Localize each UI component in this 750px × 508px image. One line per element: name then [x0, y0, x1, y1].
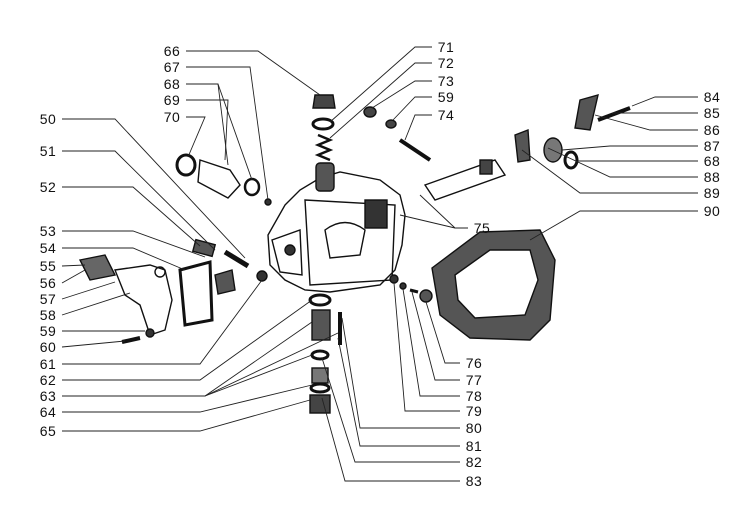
callout-68: 68	[163, 76, 181, 92]
gasket-54	[178, 260, 214, 327]
callout-83: 83	[465, 473, 483, 489]
leader-line-68	[217, 83, 253, 181]
callout-87: 87	[703, 138, 721, 154]
body-58	[114, 264, 173, 336]
callout-59: 59	[39, 323, 57, 339]
callout-59: 59	[437, 89, 455, 105]
callout-58: 58	[39, 307, 57, 323]
callout-53: 53	[39, 223, 57, 239]
leader-line-76	[425, 301, 460, 364]
leader-line-50	[62, 118, 246, 259]
callout-79: 79	[465, 403, 483, 419]
plug-66	[312, 94, 336, 109]
callout-81: 81	[465, 438, 483, 454]
leader-line-52	[62, 186, 201, 247]
leader-line-61	[62, 279, 263, 365]
leader-line-74	[404, 114, 432, 141]
callout-72: 72	[437, 55, 455, 71]
callout-61: 61	[39, 356, 57, 372]
leader-line-80	[341, 317, 460, 429]
callout-71: 71	[437, 39, 455, 55]
leader-line-79	[393, 282, 460, 412]
callout-56: 56	[39, 275, 57, 291]
leader-line-70	[186, 116, 206, 158]
leader-line-72	[329, 62, 432, 139]
callout-51: 51	[39, 143, 57, 159]
leader-line-65	[62, 399, 311, 432]
callout-57: 57	[39, 291, 57, 307]
leader-line-69	[186, 99, 229, 161]
leader-line-63	[62, 321, 313, 397]
callout-78: 78	[465, 388, 483, 404]
leader-line-54	[62, 247, 186, 271]
leader-line-51	[62, 150, 216, 251]
leader-line-75	[419, 194, 468, 229]
callout-75: 75	[473, 220, 491, 236]
leader-line-63	[204, 332, 339, 397]
callout-86: 86	[703, 122, 721, 138]
leader-line-64	[62, 384, 313, 413]
leader-line-73	[371, 80, 432, 109]
pipe-55	[78, 254, 117, 281]
leader-line-87	[561, 145, 698, 151]
leader-line-59	[392, 96, 432, 121]
pump-housing	[267, 171, 406, 293]
leader-line-71	[329, 46, 432, 123]
leader-line-67	[186, 66, 269, 201]
callout-55: 55	[39, 258, 57, 274]
callout-50: 50	[39, 111, 57, 127]
callout-52: 52	[39, 179, 57, 195]
leader-line-53	[62, 230, 206, 258]
leader-line-58	[61, 292, 131, 316]
callout-85: 85	[703, 105, 721, 121]
callout-66: 66	[163, 43, 181, 59]
leader-line-83	[321, 397, 460, 482]
leader-line-62	[62, 299, 313, 381]
leader-line-57	[61, 281, 116, 300]
callout-62: 62	[39, 372, 57, 388]
callout-74: 74	[437, 107, 455, 123]
leader-line-55	[61, 264, 86, 267]
callout-88: 88	[703, 169, 721, 185]
leader-line-81	[337, 337, 460, 447]
callout-63: 63	[39, 388, 57, 404]
leader-line-77	[411, 291, 460, 381]
leader-line-63	[204, 354, 313, 397]
callout-64: 64	[39, 404, 57, 420]
leader-line-78	[402, 288, 460, 397]
callout-76: 76	[465, 355, 483, 371]
leader-line-90	[529, 210, 698, 241]
leader-line-82	[321, 357, 460, 463]
callout-90: 90	[703, 203, 721, 219]
leader-line-68	[186, 83, 229, 166]
leader-line-66	[186, 50, 321, 96]
callout-70: 70	[163, 109, 181, 125]
shaft-75	[423, 159, 507, 201]
leader-lines	[61, 46, 698, 482]
callout-68: 68	[703, 153, 721, 169]
callout-73: 73	[437, 73, 455, 89]
callout-77: 77	[465, 372, 483, 388]
callout-89: 89	[703, 185, 721, 201]
leader-line-89	[521, 149, 698, 194]
spring-72	[314, 133, 334, 162]
callout-80: 80	[465, 420, 483, 436]
callout-60: 60	[39, 339, 57, 355]
leader-line-84	[631, 96, 698, 107]
callout-84: 84	[703, 89, 721, 105]
leader-line-56	[61, 269, 86, 284]
leader-line-75	[399, 214, 456, 229]
callout-54: 54	[39, 240, 57, 256]
callout-67: 67	[163, 59, 181, 75]
parts	[78, 94, 631, 414]
callout-82: 82	[465, 454, 483, 470]
leader-line-88	[547, 147, 698, 178]
callout-69: 69	[163, 92, 181, 108]
callout-65: 65	[39, 423, 57, 439]
leader-line-86	[594, 114, 698, 131]
leader-line-60	[61, 340, 126, 348]
